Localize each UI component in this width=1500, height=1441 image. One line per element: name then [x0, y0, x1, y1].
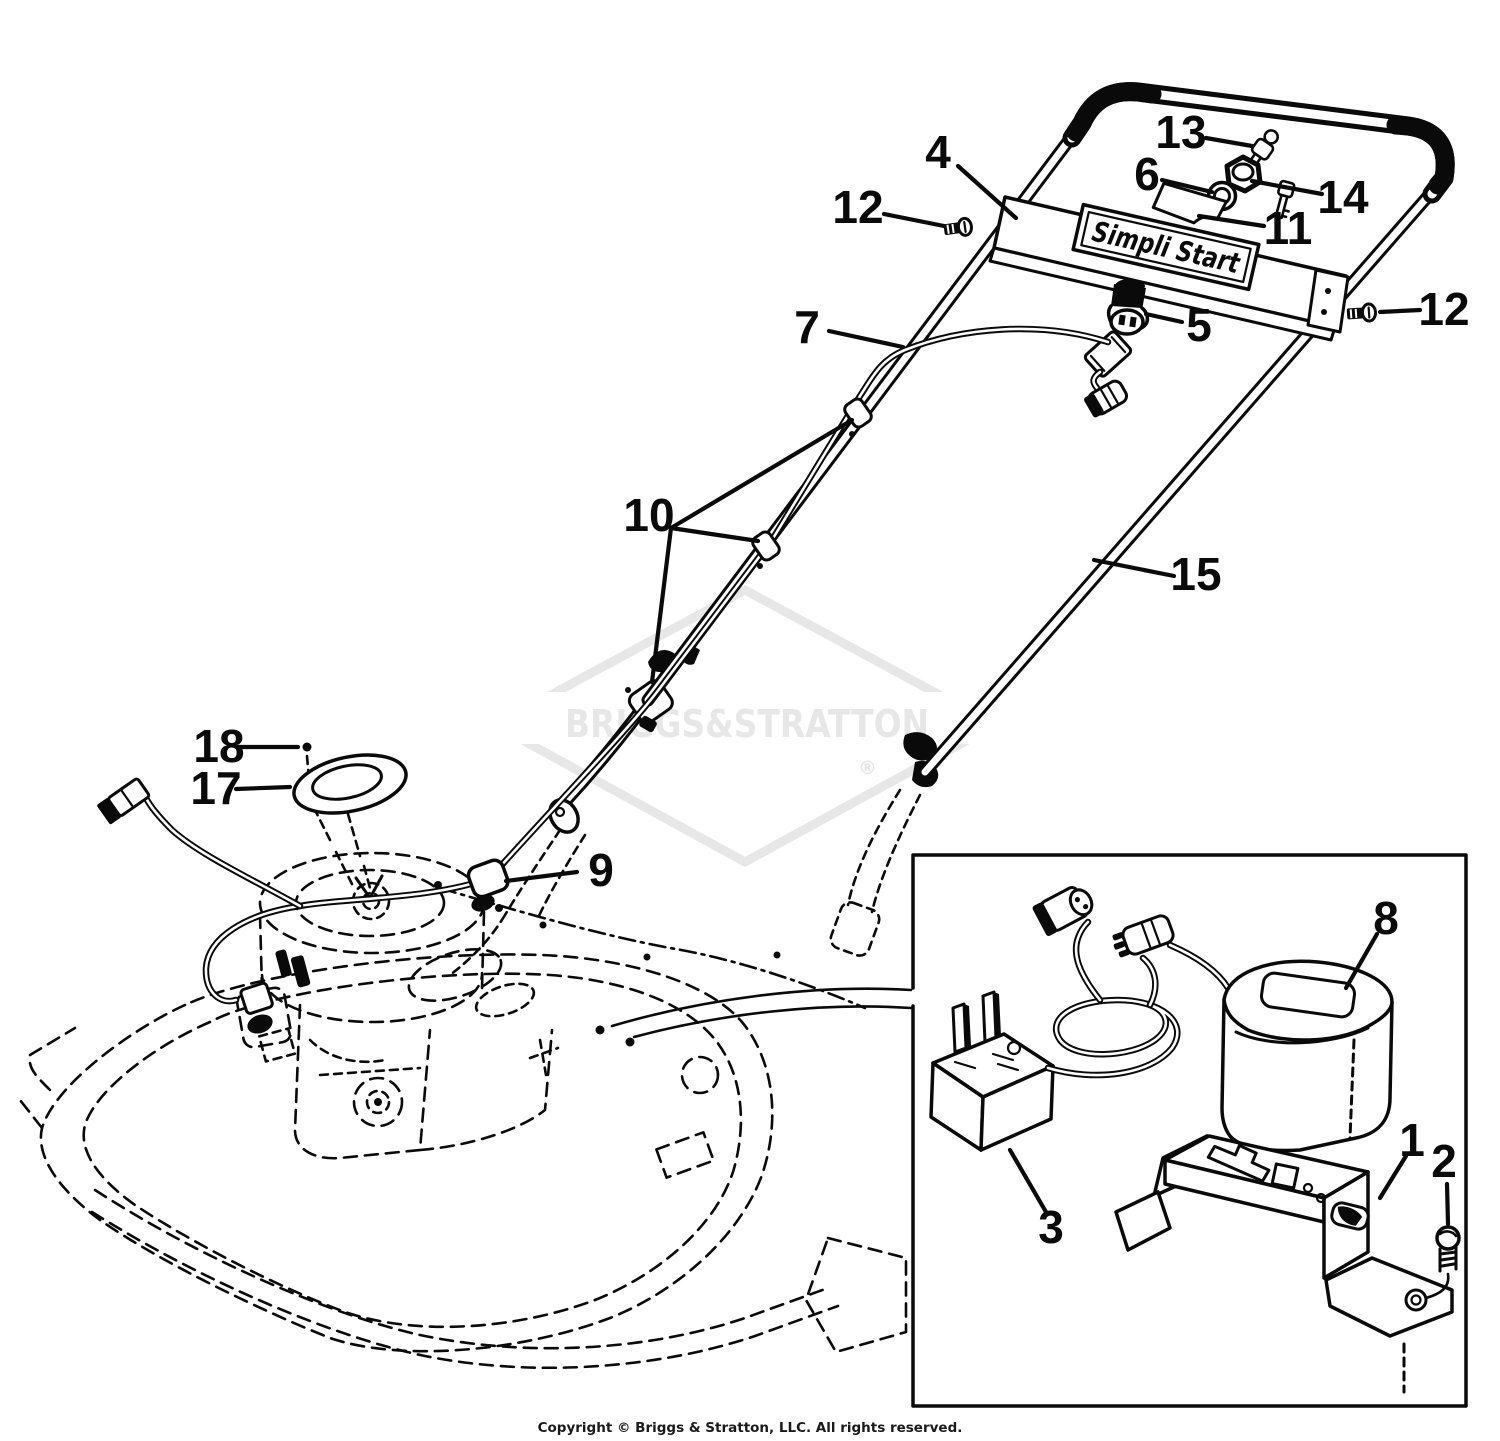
callout-18-label: 18: [193, 720, 244, 772]
screw-12-left: [943, 216, 973, 237]
callout-7-label: 7: [794, 301, 820, 353]
inset-box: [911, 853, 1468, 1408]
bracket-screw-2: [1424, 1225, 1461, 1300]
pin-part: [302, 742, 312, 752]
switch-connector: [1083, 330, 1133, 378]
cable-clamp-9: [466, 858, 510, 912]
brace-mount-plate: [1306, 268, 1350, 334]
copyright-text: Copyright © Briggs & Stratton, LLC. All …: [538, 1420, 963, 1436]
callout-2-label: 2: [1431, 1135, 1457, 1187]
cord-plug-round: [1032, 886, 1094, 937]
callout-3-label: 3: [1038, 1201, 1064, 1253]
callout-11-label: 11: [1264, 202, 1313, 254]
callout-8-label: 8: [1373, 892, 1399, 944]
battery: [1220, 959, 1394, 1153]
charger: [929, 990, 1055, 1152]
callout-6-label: 6: [1134, 148, 1160, 200]
inset-box-border: [911, 853, 1468, 1408]
callout-leaders: [233, 135, 1451, 1227]
screw-12-right: [1346, 302, 1377, 323]
callout-5-label: 5: [1186, 299, 1212, 351]
callout-1-label: 1: [1399, 1114, 1425, 1166]
harness-end-connectors: [239, 949, 311, 1034]
callout-15-label: 15: [1170, 548, 1221, 600]
callout-14-label: 14: [1317, 171, 1369, 223]
callout-17-label: 17: [190, 762, 241, 814]
watermark-registered-icon: ®: [858, 757, 877, 779]
callout-12-left-label: 12: [832, 181, 883, 233]
callout-13-label: 13: [1155, 106, 1206, 158]
bracket-t-slot: [1206, 1144, 1271, 1183]
harness-branch-plug: [97, 777, 151, 825]
ignition-switch: [1083, 279, 1150, 418]
switch-plug: [1084, 379, 1129, 418]
mounting-bracket: [1114, 1134, 1454, 1394]
callout-4-label: 4: [925, 126, 951, 178]
starter-ring-and-pin: [292, 742, 408, 890]
mower-deck-phantom: [18, 881, 913, 1370]
callout-9-label: 9: [588, 844, 614, 896]
cord-plug-three-wire: [1112, 914, 1175, 958]
handle-grip: [1062, 82, 1455, 204]
cable-clip-middle: [751, 530, 781, 562]
inset-reference-line-upper: [610, 987, 913, 1028]
inset-reference-line-lower: [632, 1005, 913, 1039]
callout-numbers: 4 12 13 6 14 11 5 12 7 10 15 9 18 17 8 1…: [190, 106, 1469, 1253]
charger-cord: [1032, 886, 1232, 1079]
wiring-harness: [97, 325, 1112, 1034]
ring-part: [292, 753, 408, 815]
callout-10-label: 10: [623, 489, 674, 541]
upper-handle-tube: [641, 82, 1455, 779]
callout-12-right-label: 12: [1418, 283, 1469, 335]
